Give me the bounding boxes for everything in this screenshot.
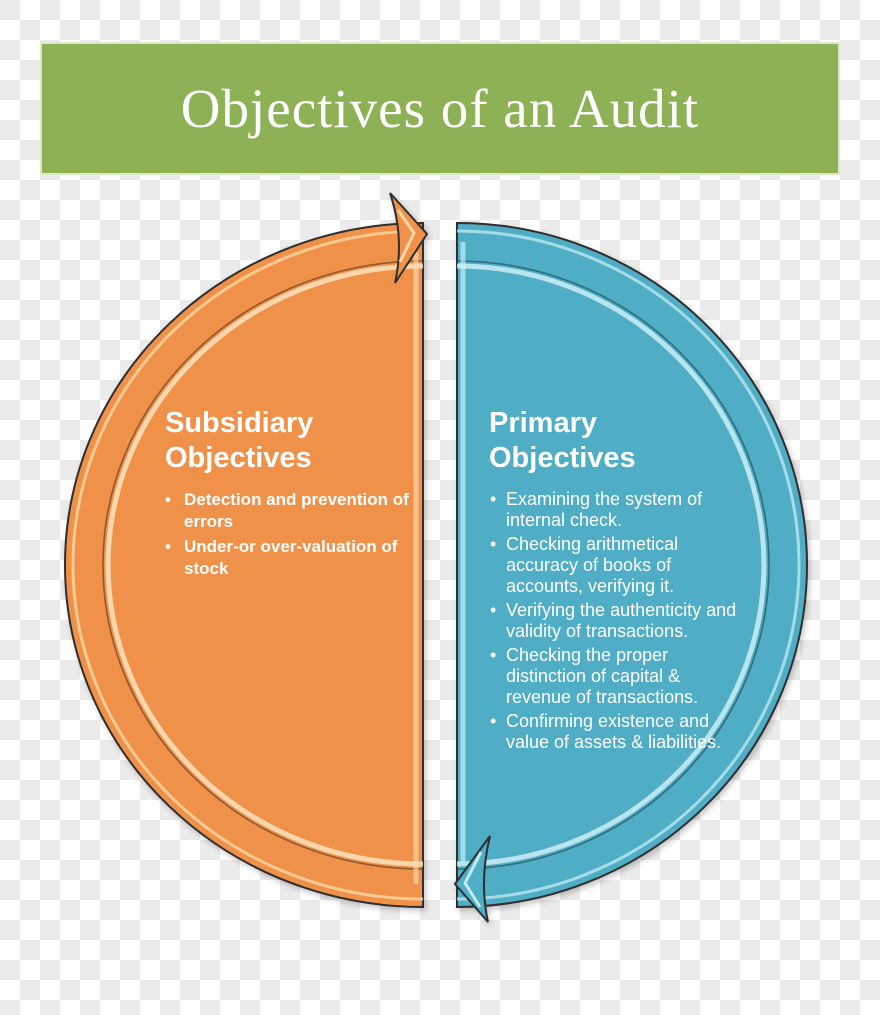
bottom-arrowhead-icon	[453, 835, 491, 923]
right-outer-gloss-highlight	[456, 229, 801, 901]
list-item: Checking the proper distinction of capit…	[489, 645, 741, 708]
list-item: Confirming existence and value of assets…	[489, 711, 741, 753]
top-arrowhead-gloss	[396, 209, 416, 263]
left-outer-gloss-highlight	[71, 229, 424, 901]
list-item: Detection and prevention of errors	[164, 489, 412, 533]
bottom-arrowhead-gloss	[463, 851, 483, 908]
right-band-separator	[456, 260, 770, 870]
page-title: Objectives of an Audit	[180, 78, 700, 139]
left-band-gloss-highlight	[105, 263, 424, 867]
title-banner: Objectives of an Audit	[40, 42, 840, 175]
subsidiary-objectives-title: Subsidiary Objectives	[165, 407, 314, 474]
list-item: Checking arithmetical accuracy of books …	[489, 534, 741, 597]
right-band-gloss-highlight	[456, 263, 767, 867]
primary-objectives-title: Primary Objectives	[489, 407, 636, 474]
list-item: Examining the system of internal check.	[489, 489, 741, 531]
subsidiary-objectives-list: Detection and prevention of errors Under…	[164, 489, 412, 583]
list-item: Verifying the authenticity and validity …	[489, 600, 741, 642]
left-band-separator	[102, 260, 424, 870]
primary-objectives-list: Examining the system of internal check. …	[489, 489, 741, 756]
list-item: Under-or over-valuation of stock	[164, 536, 412, 580]
